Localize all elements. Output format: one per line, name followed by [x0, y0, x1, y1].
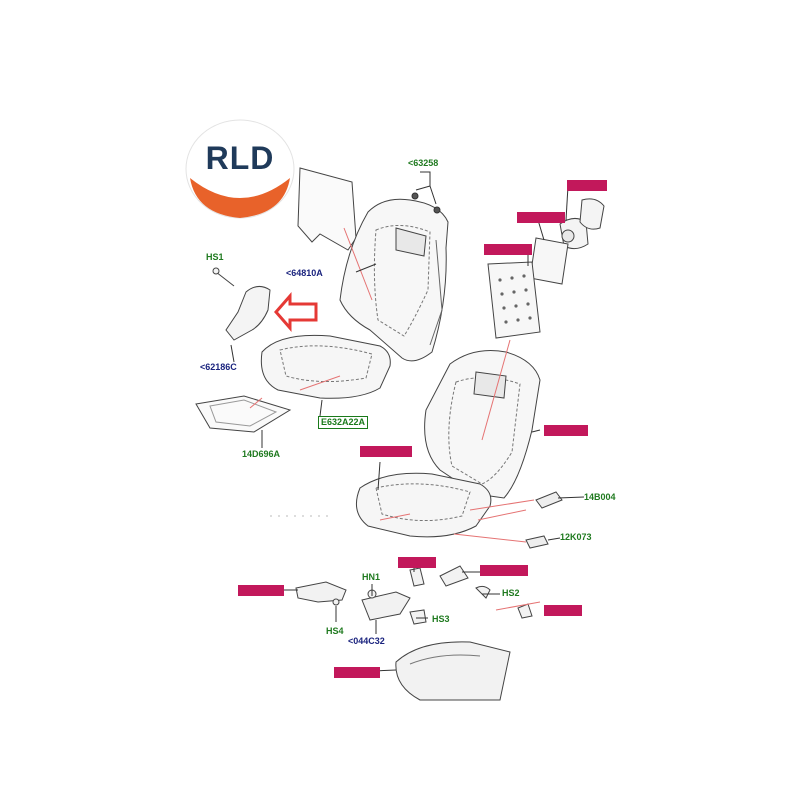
- label-e632a22a: E632A22A: [318, 416, 369, 429]
- label-63258: <63258: [408, 158, 439, 168]
- logo-text: RLD: [205, 140, 275, 176]
- connectors-right: [525, 491, 563, 549]
- leader-lines: [249, 227, 541, 611]
- highlight-tag-3: [484, 244, 532, 255]
- label-hn1: HN1: [362, 572, 381, 582]
- highlight-tag-8: [238, 585, 284, 596]
- highlight-tag-9: [544, 605, 582, 616]
- rld-logo: RLD: [184, 118, 296, 220]
- highlight-tag-6: [398, 557, 436, 568]
- label-14d696a: 14D696A: [242, 449, 281, 459]
- highlight-tag-7: [480, 565, 528, 576]
- bottom-hardware: [295, 565, 533, 701]
- harness-bracket: [295, 581, 347, 603]
- upper-seat-cushion: [195, 334, 391, 433]
- highlight-tag-5: [360, 446, 412, 457]
- side-trim-panel: [395, 641, 511, 701]
- lower-seat-back: [424, 350, 541, 499]
- label-hs2: HS2: [502, 588, 520, 598]
- highlight-tag-1: [567, 180, 607, 191]
- highlight-tag-2: [517, 212, 565, 223]
- label-12k073: 12K073: [560, 532, 592, 542]
- lumbar-panel-dots: [498, 274, 532, 324]
- bolts-63258: [411, 171, 441, 214]
- highlight-tag-10: [334, 667, 380, 678]
- label-64810a: <64810A: [286, 268, 323, 278]
- headrest-guides: [559, 198, 605, 250]
- label-62186c: <62186C: [200, 362, 237, 372]
- red-pointer-arrow: [274, 292, 318, 332]
- side-bracket: [212, 267, 271, 341]
- back-panel-sheet: [297, 167, 357, 251]
- label-044c32: <044C32: [348, 636, 385, 646]
- label-hs4: HS4: [326, 626, 344, 636]
- seat-back-frame: [339, 198, 449, 362]
- highlight-tag-4: [544, 425, 588, 436]
- rld-logo-badge: [185, 119, 295, 219]
- label-hs1: HS1: [206, 252, 224, 262]
- lower-seat-cushion: [355, 472, 492, 538]
- seat-rail-bracket: [361, 591, 411, 621]
- upper-seat-back: [297, 167, 449, 362]
- cushion-pad: [195, 395, 292, 433]
- label-hs3: HS3: [432, 614, 450, 624]
- label-14b004: 14B004: [584, 492, 616, 502]
